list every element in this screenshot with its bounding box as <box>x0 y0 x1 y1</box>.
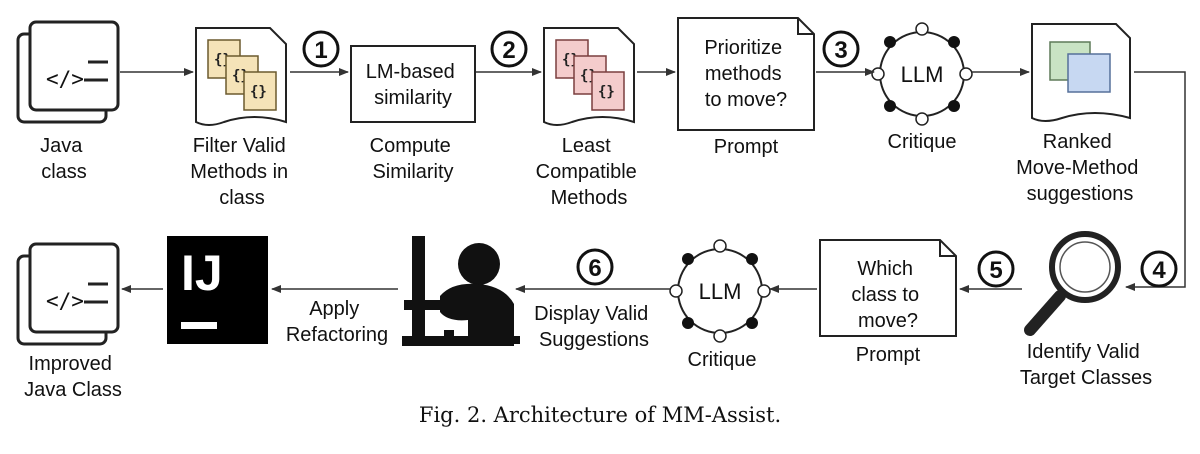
svg-text:{}: {} <box>598 84 615 100</box>
svg-text:IJ: IJ <box>181 245 223 301</box>
step-6-badge: 6 <box>576 248 614 286</box>
intellij-logo: IJ <box>167 236 268 344</box>
critique2-label: Critique <box>688 349 757 371</box>
improved-java-class-icon: </> <box>16 242 120 346</box>
ranked-label: Ranked Move-Method suggestions <box>1016 131 1144 205</box>
method-files-icon: {} {} {} <box>195 27 287 126</box>
apply-label: Apply Refactoring <box>286 298 388 346</box>
step-5-badge: 5 <box>977 250 1015 288</box>
least-label: Least Compatible Methods <box>536 135 643 209</box>
prompt2-text: Which class to move? <box>851 258 924 332</box>
figure-caption: Fig. 2. Architecture of MM-Assist. <box>419 403 781 427</box>
least-methods-icon: {} {} {} <box>543 27 635 126</box>
code-symbol: </> <box>46 67 84 91</box>
prompt2-card <box>819 239 957 337</box>
svg-text:6: 6 <box>588 255 601 282</box>
step-4-badge: 4 <box>1140 250 1178 288</box>
svg-text:2: 2 <box>502 37 515 64</box>
ranked-doc-icon <box>1031 23 1131 122</box>
svg-text:5: 5 <box>989 257 1002 284</box>
step-3-badge: 3 <box>822 30 860 68</box>
magnifier-icon <box>1024 231 1121 336</box>
prompt1-card <box>677 17 815 131</box>
step-2-badge: 2 <box>490 30 528 68</box>
llm2-icon: LLM <box>669 239 771 343</box>
prompt1-label: Prompt <box>714 136 779 158</box>
filter-label: Filter Valid Methods in class <box>190 135 293 209</box>
lm-similarity-box <box>350 45 476 123</box>
critique1-label: Critique <box>888 131 957 153</box>
svg-text:LLM: LLM <box>901 62 944 87</box>
svg-text:3: 3 <box>834 37 847 64</box>
developer-at-computer-icon <box>402 236 520 346</box>
java-class-label: Java class <box>40 135 88 183</box>
svg-text:LLM: LLM <box>699 279 742 304</box>
lm-similarity-text: LM-based similarity <box>366 61 461 109</box>
compute-label: Compute Similarity <box>370 135 457 183</box>
prompt2-label: Prompt <box>856 344 921 366</box>
display-label: Display Valid Suggestions <box>534 303 654 351</box>
llm1-icon: LLM <box>871 22 973 126</box>
svg-text:1: 1 <box>314 37 327 64</box>
identify-label: Identify Valid Target Classes <box>1020 341 1152 389</box>
svg-text:{}: {} <box>250 84 267 100</box>
step-1-badge: 1 <box>302 30 340 68</box>
svg-text:4: 4 <box>1152 257 1166 284</box>
improved-label: Improved Java Class <box>24 353 122 401</box>
java-class-icon: </> <box>16 20 120 124</box>
prompt1-text: Prioritize methods to move? <box>704 37 787 111</box>
svg-text:</>: </> <box>46 289 84 313</box>
